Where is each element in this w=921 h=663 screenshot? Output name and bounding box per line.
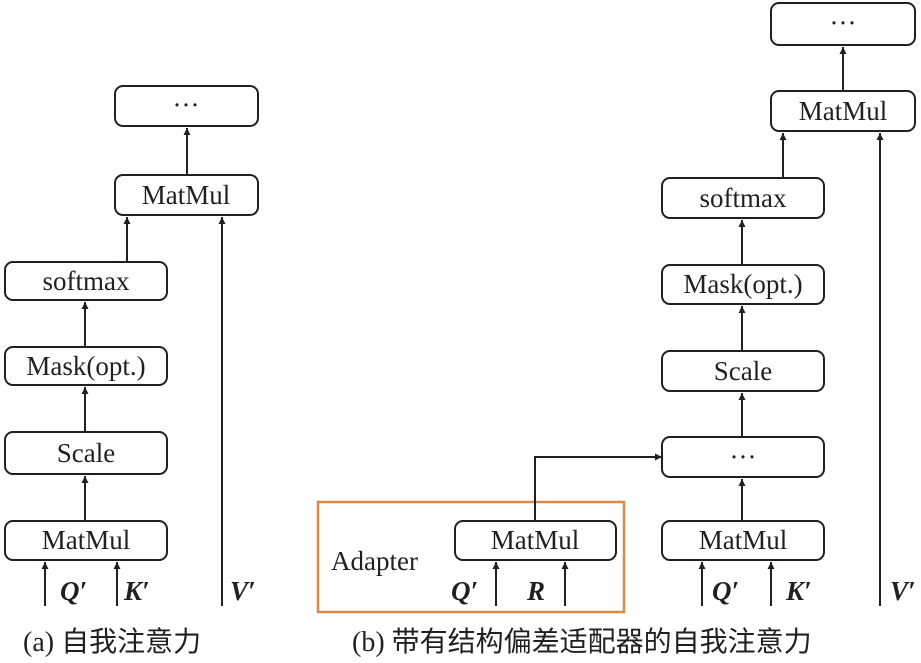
adapter-r-input: R bbox=[526, 576, 545, 606]
left-matmul-bottom-label: MatMul bbox=[42, 525, 131, 555]
right-diagram: Adapter ··· MatMul softmax Mask(opt.) bbox=[316, 2, 916, 658]
left-diagram: ··· MatMul softmax Mask(opt.) Scale MatM… bbox=[4, 85, 259, 658]
adapter-matmul-box: MatMul bbox=[454, 520, 617, 561]
right-caption: (b) 带有结构偏差适配器的自我注意力 bbox=[352, 626, 812, 658]
right-scale-label: Scale bbox=[714, 356, 772, 386]
right-q-input: Q′ bbox=[712, 576, 739, 606]
left-q-input: Q′ bbox=[60, 576, 87, 606]
right-ellipsis-mid-label: ··· bbox=[730, 442, 757, 472]
left-caption: (a) 自我注意力 bbox=[23, 626, 201, 658]
right-v-input: V′ bbox=[890, 576, 916, 606]
right-softmax-box: softmax bbox=[661, 177, 825, 219]
right-matmul-top-box: MatMul bbox=[770, 90, 916, 132]
left-matmul-top-label: MatMul bbox=[142, 180, 231, 210]
right-ellipsis-top-label: ··· bbox=[830, 8, 857, 38]
left-matmul-bottom-box: MatMul bbox=[4, 520, 168, 561]
adapter-frame bbox=[316, 500, 626, 614]
left-k-input: K′ bbox=[123, 576, 150, 606]
left-ellipsis-label: ··· bbox=[173, 90, 200, 120]
left-softmax-box: softmax bbox=[4, 261, 168, 301]
right-scale-box: Scale bbox=[661, 350, 825, 392]
left-v-input: V′ bbox=[230, 576, 256, 606]
right-matmul-bottom-label: MatMul bbox=[699, 525, 788, 555]
left-softmax-label: softmax bbox=[43, 266, 130, 296]
adapter-to-ellipsis-arrow bbox=[534, 453, 662, 520]
right-softmax-label: softmax bbox=[700, 183, 787, 213]
right-ellipsis-top-box: ··· bbox=[770, 2, 916, 46]
adapter-matmul-label: MatMul bbox=[491, 525, 580, 555]
adapter-q-input: Q′ bbox=[451, 576, 478, 606]
left-mask-label: Mask(opt.) bbox=[26, 351, 145, 381]
right-matmul-top-label: MatMul bbox=[799, 96, 888, 126]
right-ellipsis-mid-box: ··· bbox=[661, 436, 825, 478]
right-mask-label: Mask(opt.) bbox=[683, 269, 802, 299]
right-matmul-bottom-box: MatMul bbox=[661, 520, 825, 561]
left-matmul-top-box: MatMul bbox=[114, 174, 259, 216]
right-mask-box: Mask(opt.) bbox=[661, 264, 825, 305]
left-mask-box: Mask(opt.) bbox=[4, 346, 168, 386]
right-k-input: K′ bbox=[785, 576, 812, 606]
adapter-label: Adapter bbox=[331, 546, 418, 576]
left-scale-box: Scale bbox=[4, 431, 168, 475]
left-ellipsis-box: ··· bbox=[114, 85, 259, 127]
left-scale-label: Scale bbox=[57, 438, 115, 468]
